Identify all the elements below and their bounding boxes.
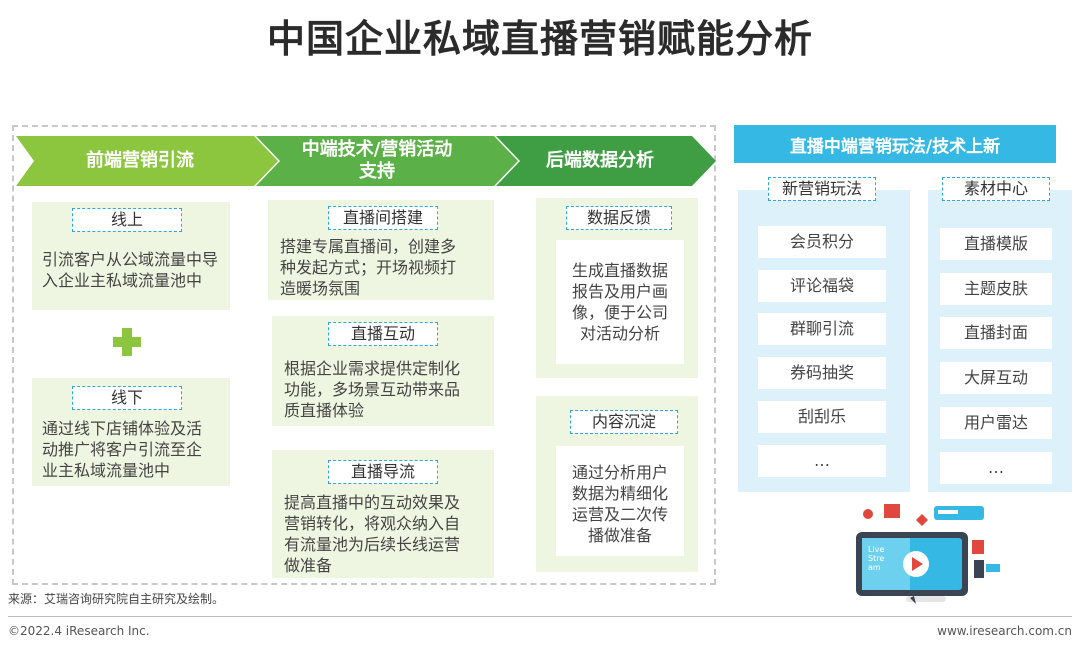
- build-desc-line: 种发起方式；开场视频打: [280, 258, 457, 277]
- content-desc-line: 运营及二次传: [571, 505, 668, 524]
- stage-front-label: 前端营销引流: [40, 136, 240, 186]
- material-center-item: …: [940, 452, 1052, 484]
- material-center-item: 大屏互动: [940, 362, 1052, 394]
- front-arrow-shape: [16, 136, 278, 186]
- footer-divider: [8, 616, 1072, 617]
- stage-arrows-graphic: [16, 136, 716, 186]
- new-marketing-item: 评论福袋: [758, 270, 886, 302]
- content-desc: 通过分析用户 数据为精细化 运营及二次传 播做准备: [556, 446, 684, 556]
- screen-text-3: am: [868, 563, 881, 572]
- stage-middle-label: 中端技术/营销活动 支持: [272, 136, 482, 186]
- material-center-item: 主题皮肤: [940, 273, 1052, 305]
- new-marketing-item: 券码抽奖: [758, 357, 886, 389]
- offline-tag: 线下: [72, 386, 182, 410]
- live-stream-illustration: Live Stre am: [846, 494, 1006, 606]
- online-tag: 线上: [72, 208, 182, 232]
- content-desc-line: 通过分析用户: [571, 463, 668, 482]
- offline-desc-line: 动推广将客户引流至企: [42, 440, 203, 459]
- material-center-item: 用户雷达: [940, 407, 1052, 439]
- stage-middle-text-1: 中端技术/营销活动: [301, 139, 453, 160]
- material-center-item: 直播模版: [940, 228, 1052, 260]
- guide-desc-line: 做准备: [284, 556, 333, 575]
- interact-desc: 根据企业需求提供定制化 功能，多场景互动带来品 质直播体验: [284, 358, 494, 421]
- guide-desc-line: 有流量池为后续长线运营: [284, 535, 461, 554]
- online-desc-line: 引流客户从公域流量中导: [42, 250, 219, 269]
- copyright-text: ©2022.4 iResearch Inc.: [8, 624, 150, 638]
- right-panel-header-text: 直播中端营销玩法/技术上新: [789, 136, 1001, 157]
- stage-back-label: 后端数据分析: [510, 136, 690, 186]
- new-marketing-item: 刮刮乐: [758, 401, 886, 433]
- screen-text-1: Live: [868, 545, 884, 554]
- process-frame: [12, 125, 716, 585]
- feedback-desc-line: 报告及用户画: [571, 282, 668, 301]
- build-desc-line: 造暖场氛围: [280, 279, 361, 298]
- online-desc-line: 入企业主私域流量池中: [42, 271, 203, 290]
- guide-desc-line: 提高直播中的互动效果及: [284, 493, 461, 512]
- content-desc-line: 播做准备: [587, 526, 652, 545]
- feedback-desc: 生成直播数据 报告及用户画 像，便于公司 对活动分析: [556, 240, 684, 364]
- guide-desc-line: 营销转化，将观众纳入自: [284, 514, 461, 533]
- interact-desc-line: 根据企业需求提供定制化: [284, 359, 461, 378]
- plus-icon: [113, 328, 141, 356]
- offline-desc-line: 通过线下店铺体验及活: [42, 419, 203, 438]
- offline-desc-line: 业主私域流量池中: [42, 461, 171, 480]
- guide-tag: 直播导流: [328, 460, 438, 484]
- new-marketing-tag: 新营销玩法: [768, 177, 876, 201]
- new-marketing-item: 会员积分: [758, 226, 886, 258]
- feedback-desc-line: 像，便于公司: [571, 303, 668, 322]
- new-marketing-item: …: [758, 445, 886, 477]
- feedback-desc-line: 对活动分析: [579, 324, 660, 343]
- source-note: 来源：艾瑞咨询研究院自主研究及绘制。: [8, 592, 225, 606]
- live-stream-illustration-graphic: Live Stre am: [856, 504, 1000, 604]
- page-title: 中国企业私域直播营销赋能分析: [266, 17, 813, 61]
- new-marketing-item: 群聊引流: [758, 313, 886, 345]
- middle-arrow-shape: [256, 136, 518, 186]
- content-desc-line: 数据为精细化: [571, 484, 668, 503]
- stage-back-text: 后端数据分析: [546, 150, 654, 171]
- offline-desc: 通过线下店铺体验及活 动推广将客户引流至企 业主私域流量池中: [42, 418, 230, 481]
- interact-tag: 直播互动: [328, 322, 438, 346]
- right-panel-header: 直播中端营销玩法/技术上新: [734, 125, 1056, 163]
- stage-middle-text-2: 支持: [359, 161, 395, 182]
- stage-front-text: 前端营销引流: [86, 150, 194, 171]
- feedback-desc-line: 生成直播数据: [571, 261, 668, 280]
- screen-text-2: Stre: [868, 554, 884, 563]
- content-tag: 内容沉淀: [570, 410, 678, 434]
- online-desc: 引流客户从公域流量中导 入企业主私域流量池中: [42, 249, 230, 291]
- interact-desc-line: 质直播体验: [284, 401, 365, 420]
- plus-icon-graphic: [113, 328, 141, 356]
- material-center-item: 直播封面: [940, 317, 1052, 349]
- build-tag: 直播间搭建: [328, 206, 438, 230]
- guide-desc: 提高直播中的互动效果及 营销转化，将观众纳入自 有流量池为后续长线运营 做准备: [284, 492, 494, 576]
- material-center-tag: 素材中心: [942, 177, 1050, 201]
- build-desc: 搭建专属直播间，创建多 种发起方式；开场视频打 造暖场氛围: [280, 236, 492, 299]
- build-desc-line: 搭建专属直播间，创建多: [280, 237, 457, 256]
- back-arrow-shape: [496, 136, 716, 186]
- website-text: www.iresearch.com.cn: [937, 624, 1072, 638]
- interact-desc-line: 功能，多场景互动带来品: [284, 380, 461, 399]
- stage-arrows: [16, 136, 716, 186]
- feedback-tag: 数据反馈: [566, 206, 672, 230]
